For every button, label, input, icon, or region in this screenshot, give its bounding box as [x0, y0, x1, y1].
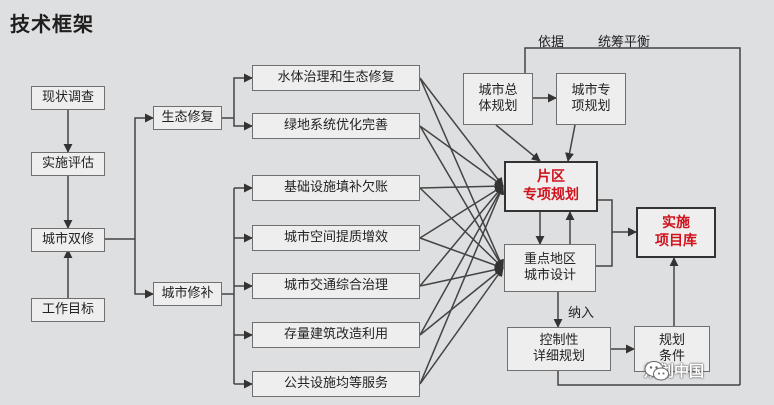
arrow-green-key: [419, 125, 504, 269]
box-status-survey: 现状调查: [31, 86, 105, 110]
box-district-plan: 片区 专项规划: [504, 161, 598, 212]
arrow-to-green: [233, 118, 253, 131]
arrow-traffic-district: [419, 185, 504, 287]
watermark: 规划中国: [644, 360, 704, 381]
arrow-space-key: [419, 237, 504, 270]
note-basis: 依据: [538, 35, 565, 50]
box-master-plan: 城市总 体规划: [463, 73, 533, 125]
arrow-building-key: [419, 267, 504, 336]
arrow-public-district: [419, 185, 505, 385]
box-infra: 基础设施填补欠账: [252, 175, 420, 201]
box-water: 水体治理和生态修复: [252, 65, 420, 91]
arrow-space-district: [419, 185, 504, 239]
arrow-traffic-key: [419, 265, 504, 287]
arrow-key-project: [596, 232, 613, 267]
box-eco-repair: 生态修复: [153, 106, 222, 130]
note-include: 纳入: [568, 306, 595, 321]
arrow-public-key: [419, 267, 504, 385]
arrow-infra-key: [419, 187, 504, 269]
arrow-master-district: [495, 124, 541, 162]
arrow-to-water: [233, 73, 253, 118]
box-city-patch: 城市修补: [153, 282, 222, 306]
box-traffic: 城市交通综合治理: [252, 273, 420, 299]
wechat-icon: [644, 361, 669, 381]
arrow-water-key: [419, 77, 504, 269]
arrow-green-district: [419, 125, 504, 187]
box-work-goal: 工作目标: [31, 298, 105, 322]
arrow-to-city-patch: [134, 239, 154, 299]
box-special-plan: 城市专 项规划: [556, 73, 626, 125]
arrow-building-district: [419, 185, 504, 336]
box-public: 公共设施均等服务: [252, 371, 420, 397]
box-evaluation: 实施评估: [31, 152, 105, 176]
line-basis-bracket: [524, 47, 741, 385]
box-project-lib: 实施 项目库: [636, 207, 716, 258]
box-space: 城市空间提质增效: [252, 225, 420, 251]
arrow-to-eco-repair: [134, 113, 154, 239]
box-regulatory: 控制性 详细规划: [507, 327, 611, 371]
box-building: 存量建筑改造利用: [252, 322, 420, 348]
box-green: 绿地系统优化完善: [252, 113, 420, 139]
arrow-district-project: [596, 199, 637, 237]
arrow-special-district: [565, 124, 576, 162]
page-title: 技术框架: [10, 12, 94, 36]
note-balance: 统筹平衡: [598, 35, 651, 50]
box-city-repair: 城市双修: [31, 228, 105, 252]
arrow-water-district: [419, 77, 504, 187]
box-key-area: 重点地区 城市设计: [504, 244, 596, 292]
arrow-infra-district: [419, 181, 504, 191]
